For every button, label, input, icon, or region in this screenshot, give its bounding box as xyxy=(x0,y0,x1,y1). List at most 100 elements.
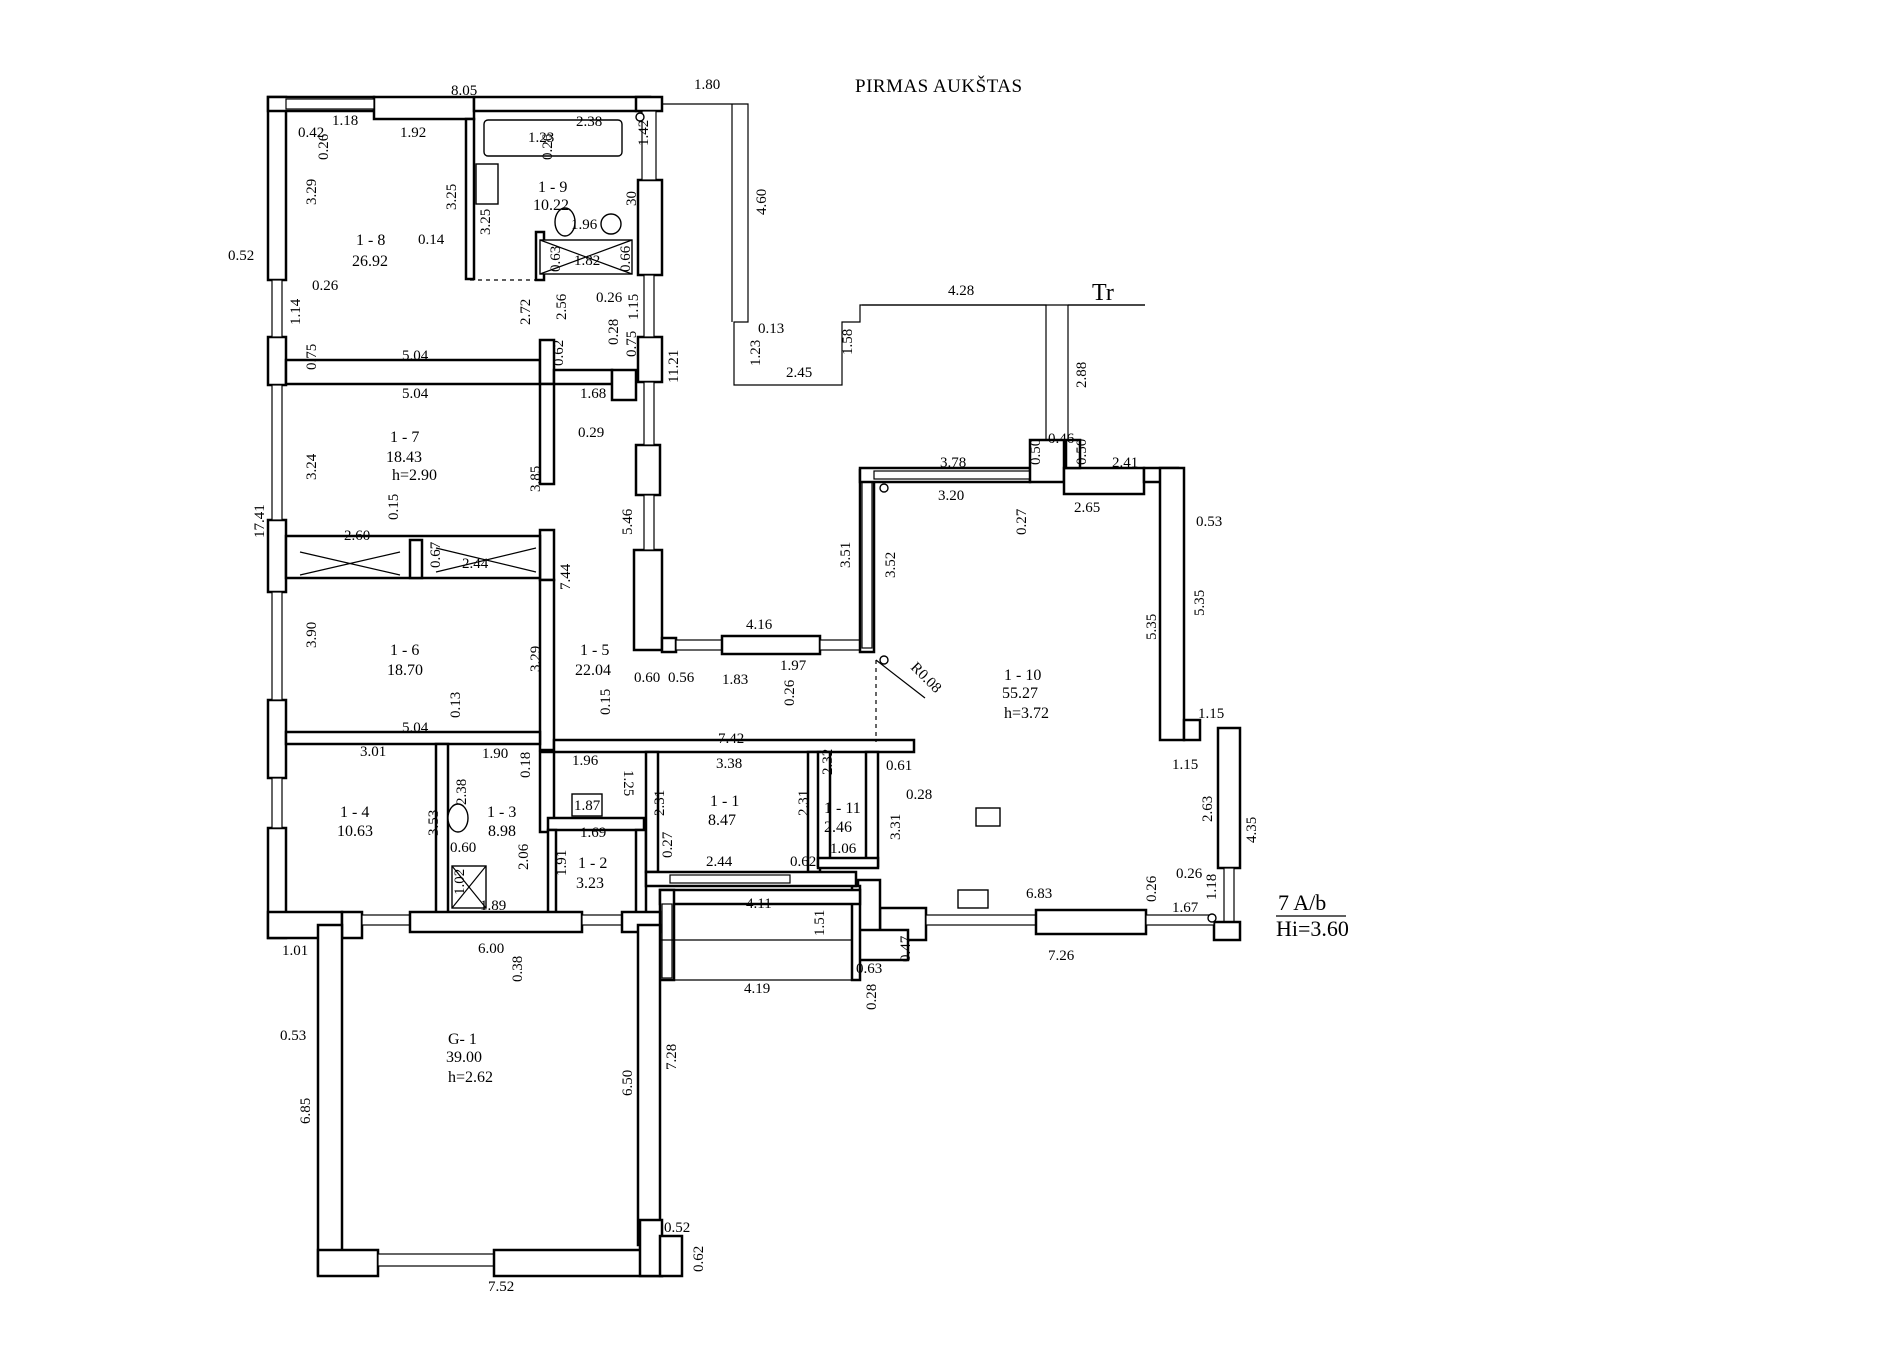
dim-label: 0.28 xyxy=(864,984,880,1010)
dim-label: 3.85 xyxy=(528,466,544,492)
dim-label: 17.41 xyxy=(252,504,268,538)
svg-text:G- 1: G- 1 xyxy=(448,1031,477,1048)
svg-text:10.63: 10.63 xyxy=(337,823,373,840)
dim-label: 7.26 xyxy=(1048,948,1075,964)
dim-label: 1.18 xyxy=(332,113,358,129)
dim-label: 1.97 xyxy=(780,658,807,674)
exterior-walls xyxy=(266,95,1242,982)
dim-label: 0.75 xyxy=(304,344,320,370)
dim-label: 2.31 xyxy=(796,790,812,816)
dim-label: 1.58 xyxy=(840,329,856,355)
dim-label: 1.89 xyxy=(480,898,506,914)
dim-label: 0.15 xyxy=(386,494,402,520)
dim-label: 5.46 xyxy=(620,508,636,535)
dim-label: 3.20 xyxy=(938,488,964,504)
dim-label: 1.87 xyxy=(574,798,601,814)
dim-label: 3.24 xyxy=(304,453,320,480)
room-1-6: 1 - 618.70 xyxy=(387,642,423,679)
svg-text:18.43: 18.43 xyxy=(386,449,422,466)
dim-label: 1.23 xyxy=(748,340,764,366)
dim-label: 0.50 xyxy=(1074,439,1090,465)
dim-label: 0.56 xyxy=(668,670,695,686)
svg-text:1 - 4: 1 - 4 xyxy=(340,804,369,821)
dim-label: 2.44 xyxy=(706,854,733,870)
svg-text:1 - 8: 1 - 8 xyxy=(356,232,385,249)
dim-label: 2.32 xyxy=(820,749,836,775)
dim-label: 1.80 xyxy=(694,77,720,93)
dim-label: 0.63 xyxy=(548,246,564,272)
dim-label: 2.45 xyxy=(786,365,812,381)
dim-label: 3.90 xyxy=(304,622,320,648)
dim-label: 4.60 xyxy=(754,189,770,215)
dim-label: 0.60 xyxy=(634,670,660,686)
dim-label: 5.35 xyxy=(1144,614,1160,640)
dim-label: 0.50 xyxy=(1028,439,1044,465)
dim-label: 6.83 xyxy=(1026,886,1052,902)
svg-text:8.47: 8.47 xyxy=(708,812,736,829)
dim-label: 5.04 xyxy=(402,720,429,736)
svg-text:h=2.62: h=2.62 xyxy=(448,1069,493,1086)
svg-text:1 - 7: 1 - 7 xyxy=(390,429,419,446)
dim-label: 0.62 xyxy=(691,1246,707,1272)
dim-label: 7.44 xyxy=(558,563,574,590)
dim-label: 0.67 xyxy=(428,541,444,568)
dim-label: 2.41 xyxy=(1112,455,1138,471)
dim-label: 5.04 xyxy=(402,348,429,364)
svg-text:1 - 5: 1 - 5 xyxy=(580,642,609,659)
dim-label: 1.96 xyxy=(572,753,599,769)
room-1-7: 1 - 7 18.43h=2.90 xyxy=(386,429,437,484)
dim-label: 2.44 xyxy=(462,556,489,572)
svg-text:h=2.90: h=2.90 xyxy=(392,467,437,484)
dim-label: 3.78 xyxy=(940,455,966,471)
svg-text:2.46: 2.46 xyxy=(824,819,852,836)
dim-label: 0.26 xyxy=(540,133,556,160)
room-g-1: G- 139.00h=2.62 xyxy=(446,1031,493,1086)
dim-label: 0.13 xyxy=(448,692,464,718)
dim-label: 1.92 xyxy=(400,125,426,141)
room-1-3: 1 - 38.98 xyxy=(487,804,516,840)
dim-label: 1.91 xyxy=(554,850,570,876)
building-code: 7 A/b xyxy=(1278,890,1326,915)
svg-text:1 - 11: 1 - 11 xyxy=(824,800,861,817)
dim-label: 3.01 xyxy=(360,744,386,760)
dim-label: 1.83 xyxy=(722,672,748,688)
dim-label: 2.56 xyxy=(554,293,570,320)
dim-label: 7.28 xyxy=(664,1044,680,1070)
svg-text:55.27: 55.27 xyxy=(1002,685,1038,702)
dim-label: 2.38 xyxy=(454,779,470,805)
dim-label: 0.66 xyxy=(618,245,634,272)
dim-label: 0.18 xyxy=(518,752,534,778)
dim-label: 30 xyxy=(624,191,640,206)
dim-label: 0.15 xyxy=(598,689,614,715)
dim-label: 0.29 xyxy=(578,425,604,441)
dim-label: R0.08 xyxy=(907,660,944,697)
dim-label: 1.23 xyxy=(528,130,554,146)
dim-label: 0.26 xyxy=(1144,875,1160,902)
dim-label: 0.52 xyxy=(228,248,254,264)
room-1-2: 1 - 23.23 xyxy=(576,855,607,892)
svg-text:18.70: 18.70 xyxy=(387,662,423,679)
dim-label: 0.26 xyxy=(782,679,798,706)
dim-label: 4.19 xyxy=(744,981,770,997)
dim-label: 4.16 xyxy=(746,617,773,633)
height-note: Hi=3.60 xyxy=(1276,916,1349,941)
dim-label: 0.53 xyxy=(280,1028,306,1044)
dim-label: 0.60 xyxy=(450,840,476,856)
dim-label: 1.42 xyxy=(636,120,652,146)
svg-text:8.98: 8.98 xyxy=(488,823,516,840)
svg-text:1 - 2: 1 - 2 xyxy=(578,855,607,872)
dim-label: 1.15 xyxy=(626,294,642,320)
dim-label: 0.27 xyxy=(660,831,676,858)
dim-label: 4.35 xyxy=(1244,817,1260,843)
dim-label: 2.60 xyxy=(344,528,370,544)
dim-label: 1.25 xyxy=(620,770,636,796)
dim-label: 1.82 xyxy=(574,253,600,269)
svg-text:1 - 10: 1 - 10 xyxy=(1004,667,1041,684)
dim-label: 1.06 xyxy=(830,841,857,857)
dim-label: 2.65 xyxy=(1074,500,1100,516)
dim-label: 0.26 xyxy=(312,278,339,294)
dim-label: 0.42 xyxy=(298,125,324,141)
room-1-9: 1 - 910.22 xyxy=(533,179,569,214)
